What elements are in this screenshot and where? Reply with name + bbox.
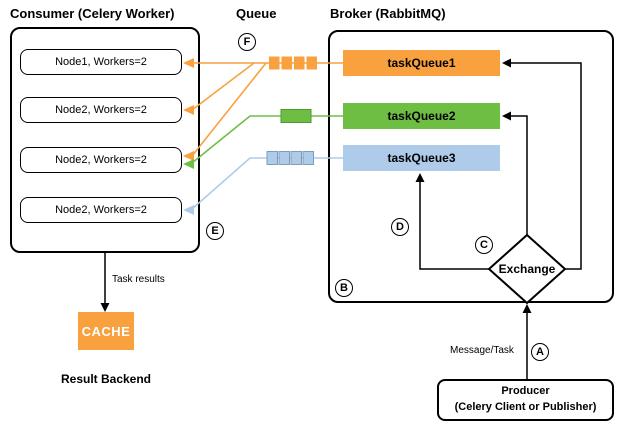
task-queue-2: taskQueue2 — [343, 103, 500, 129]
producer-box: Producer (Celery Client or Publisher) — [437, 379, 614, 421]
producer-label-line1: Producer — [501, 385, 550, 398]
exchange-label: Exchange — [498, 262, 556, 276]
worker-node-2-label: Node2, Workers=2 — [55, 104, 147, 116]
worker-node-4-label: Node2, Workers=2 — [55, 204, 147, 216]
marker-e: E — [206, 222, 224, 240]
broker-title: Broker (RabbitMQ) — [330, 6, 446, 21]
worker-node-1: Node1, Workers=2 — [20, 49, 182, 75]
route-queue3-line — [191, 157, 343, 210]
task-queue-3: taskQueue3 — [343, 145, 500, 171]
queue3-segments-icon — [266, 151, 314, 165]
black-connector-lines — [104, 62, 582, 379]
queue1-segments-icon — [269, 56, 317, 70]
route-queue2-arrowhead-icon — [183, 159, 194, 169]
queue-title: Queue — [236, 6, 277, 21]
worker-node-2: Node2, Workers=2 — [20, 97, 182, 123]
black-arrowhead-icons — [100, 58, 532, 313]
queue2-segment-icon — [280, 109, 312, 123]
consumer-box — [10, 27, 200, 253]
result-backend-label: Result Backend — [60, 372, 152, 386]
route-queue1-arrowhead-icons — [183, 58, 194, 161]
message-task-label: Message/Task — [450, 345, 514, 356]
producer-label-line2: (Celery Client or Publisher) — [454, 401, 597, 413]
task-results-label: Task results — [112, 274, 165, 285]
route-queue1-lines — [191, 62, 343, 157]
marker-b: B — [335, 279, 353, 297]
consumer-title: Consumer (Celery Worker) — [10, 6, 175, 21]
route-queue3-arrowhead-icon — [183, 205, 194, 215]
worker-node-4: Node2, Workers=2 — [20, 197, 182, 223]
worker-node-1-label: Node1, Workers=2 — [55, 56, 147, 68]
cache-box: CACHE — [78, 312, 134, 350]
marker-c: C — [475, 236, 493, 254]
route-queue2-line — [191, 115, 343, 164]
marker-f: F — [238, 33, 256, 51]
task-queue-1: taskQueue1 — [343, 50, 500, 76]
exchange-diamond — [487, 233, 567, 305]
marker-a: A — [531, 343, 549, 361]
worker-node-3-label: Node2, Workers=2 — [55, 154, 147, 166]
worker-node-3: Node2, Workers=2 — [20, 147, 182, 173]
broker-box — [328, 30, 614, 303]
marker-d: D — [391, 218, 409, 236]
